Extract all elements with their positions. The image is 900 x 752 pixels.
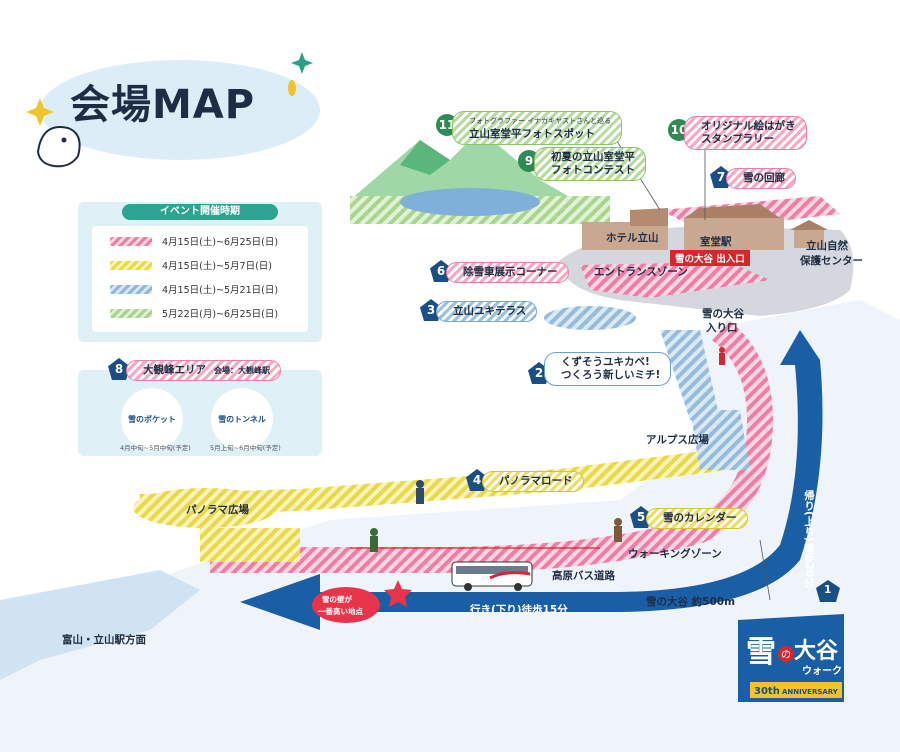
label-nature-center-1: 立山自然 xyxy=(806,240,848,252)
panorama-plaza-area xyxy=(133,488,277,528)
num-marker-1 xyxy=(816,580,840,602)
bus-icon xyxy=(451,561,533,591)
pointer-line xyxy=(759,539,771,601)
label-bus-road: 高原バス道路 xyxy=(552,570,615,582)
callout-photo-contest: 初夏の立山室堂平 フォトコンテスト xyxy=(534,147,646,181)
label-panorama-plaza: パノラマ広場 xyxy=(186,504,249,516)
legend-swatch-pink xyxy=(110,236,152,246)
legend-swatch-blue xyxy=(110,284,152,294)
entrance-zone-area xyxy=(580,262,770,298)
num-marker-1-label: 1 xyxy=(824,584,832,596)
murodo-station-building xyxy=(684,204,784,250)
legend-text: 5月22日(月)~6月25日(日) xyxy=(162,309,279,320)
hiker-icon xyxy=(370,528,378,552)
sparkle-icon xyxy=(288,80,296,96)
yuki-no-otani-walk-logo: 雪 の 大谷 ウォーク 30th ANNIVERSARY xyxy=(738,614,844,702)
snow-bird-icon xyxy=(36,126,81,168)
label-nature-center-2: 保護センター xyxy=(800,255,863,267)
legend-text: 4月15日(土)~5月7日(日) xyxy=(162,261,273,272)
hiker-icon xyxy=(719,347,725,365)
callout-snow-corridor: 雪の回廊 xyxy=(726,168,796,189)
alps-plaza-area xyxy=(690,410,750,470)
callout-snow-wall-break: くずそうユキカベ! つくろう新しいミチ! xyxy=(544,352,672,386)
title-cloud xyxy=(40,60,320,160)
callout-snow-calendar: 雪のカレンダー xyxy=(646,508,748,529)
callout-line: オリジナル絵はがき xyxy=(701,120,796,132)
label-down-walk: 行き(下り)徒歩15分 xyxy=(470,604,568,616)
legend-text: 4月15日(土)~6月25日(日) xyxy=(162,237,279,248)
logo-no: の xyxy=(781,650,791,661)
legend-row: 4月15日(土)~5月21日(日) xyxy=(110,282,278,296)
label-hotel: ホテル立山 xyxy=(606,232,659,244)
logo-snow: 雪 xyxy=(746,635,776,670)
callout-line: スタンプラリー xyxy=(701,133,775,145)
snow-pocket-badge: 雪のポケット xyxy=(121,388,183,450)
callout-line: フォトグラファー イナガキヤストさんと巡る xyxy=(469,117,612,125)
label-up-walk: 帰り(上り)徒歩20分 xyxy=(803,490,815,588)
badge-title: 雪のポケット xyxy=(128,414,176,424)
legend-swatch-yellow xyxy=(110,260,152,270)
label-highest-1: 雪の壁が xyxy=(322,595,352,604)
blue-slope-area xyxy=(660,330,720,420)
legend-row: 4月15日(土)~6月25日(日) xyxy=(110,234,278,248)
logo-anniv-word: ANNIVERSARY xyxy=(782,688,839,696)
callout-panorama-road: パノラマロード xyxy=(482,471,584,492)
label-murodo-station: 室堂駅 xyxy=(700,236,732,248)
yuki-terrace-area xyxy=(544,306,636,330)
panorama-plaza-lower xyxy=(200,528,300,562)
snow-tunnel-badge: 雪のトンネル xyxy=(211,388,273,450)
label-distance: 雪の大谷 約500m xyxy=(646,596,736,608)
highest-point-bubble xyxy=(312,587,380,623)
snow-slope xyxy=(0,300,900,752)
area8-sub: 会場：大観峰駅 xyxy=(214,366,270,375)
label-walking-zone: ウォーキングゾーン xyxy=(628,548,722,560)
label-highest-2: 一番高い地点 xyxy=(318,607,363,616)
label-alps-plaza: アルプス広場 xyxy=(646,434,709,446)
down-route-arrow xyxy=(240,330,823,630)
legend-row: 4月15日(土)~5月7日(日) xyxy=(110,258,272,272)
callout-line: 立山室堂平フォトスポット xyxy=(469,128,595,140)
callout-snowplow: 除雪車展示コーナー xyxy=(446,262,569,283)
area8-title: 大観峰エリア xyxy=(143,364,206,376)
logo-anniv-num: 30th xyxy=(754,686,780,697)
label-otani-entry-1: 雪の大谷 xyxy=(702,308,744,320)
callout-stamp-rally: オリジナル絵はがき スタンプラリー xyxy=(684,116,807,150)
hiker-icon xyxy=(614,518,622,542)
callout-line: 初夏の立山室堂平 xyxy=(551,151,635,163)
page-title: 会場MAP xyxy=(70,82,256,128)
callout-yuki-terrace: 立山ユキテラス xyxy=(436,301,538,322)
label-entrance-tag: 雪の大谷 出入口 xyxy=(670,250,750,266)
callout-photo-spot: フォトグラファー イナガキヤストさんと巡る 立山室堂平フォトスポット xyxy=(452,111,623,145)
logo-walk: ウォーク xyxy=(802,665,842,677)
legend-text: 4月15日(土)~5月21日(日) xyxy=(162,285,279,296)
callout-line: フォトコンテスト xyxy=(551,164,635,176)
logo-otani: 大谷 xyxy=(794,639,839,664)
label-toyama: 富山・立山駅方面 xyxy=(62,634,146,646)
callout-line: つくろう新しいミチ! xyxy=(561,369,661,381)
highest-point-star-icon xyxy=(384,580,412,607)
legend-swatch-green xyxy=(110,308,152,318)
label-entrance-zone: エントランスゾーン xyxy=(594,266,688,278)
label-otani-entry-2: 入り口 xyxy=(706,322,738,334)
sparkle-icon xyxy=(291,52,313,74)
mountain-shade xyxy=(400,140,450,175)
badge-dates: 4月中旬~5月中旬(予定) xyxy=(120,444,191,452)
river xyxy=(0,570,200,680)
sparkle-icon xyxy=(26,98,54,126)
callout-line: くずそうユキカベ! xyxy=(561,356,650,368)
hiker-icon xyxy=(416,480,424,504)
area8-panel xyxy=(78,370,322,456)
legend-row: 5月22日(月)~6月25日(日) xyxy=(110,306,278,320)
area8-label: 大観峰エリア 会場：大観峰駅 xyxy=(126,360,281,381)
mikurigaike-pond xyxy=(400,188,540,216)
num-marker-8: 8 xyxy=(108,358,130,380)
badge-dates: 5月上旬~6月中旬(予定) xyxy=(210,444,281,452)
badge-title: 雪のトンネル xyxy=(218,414,266,424)
nature-center-building xyxy=(790,220,828,248)
hotel-tateyama-building xyxy=(582,208,668,250)
event-period-heading: イベント開催時期 xyxy=(122,204,278,220)
